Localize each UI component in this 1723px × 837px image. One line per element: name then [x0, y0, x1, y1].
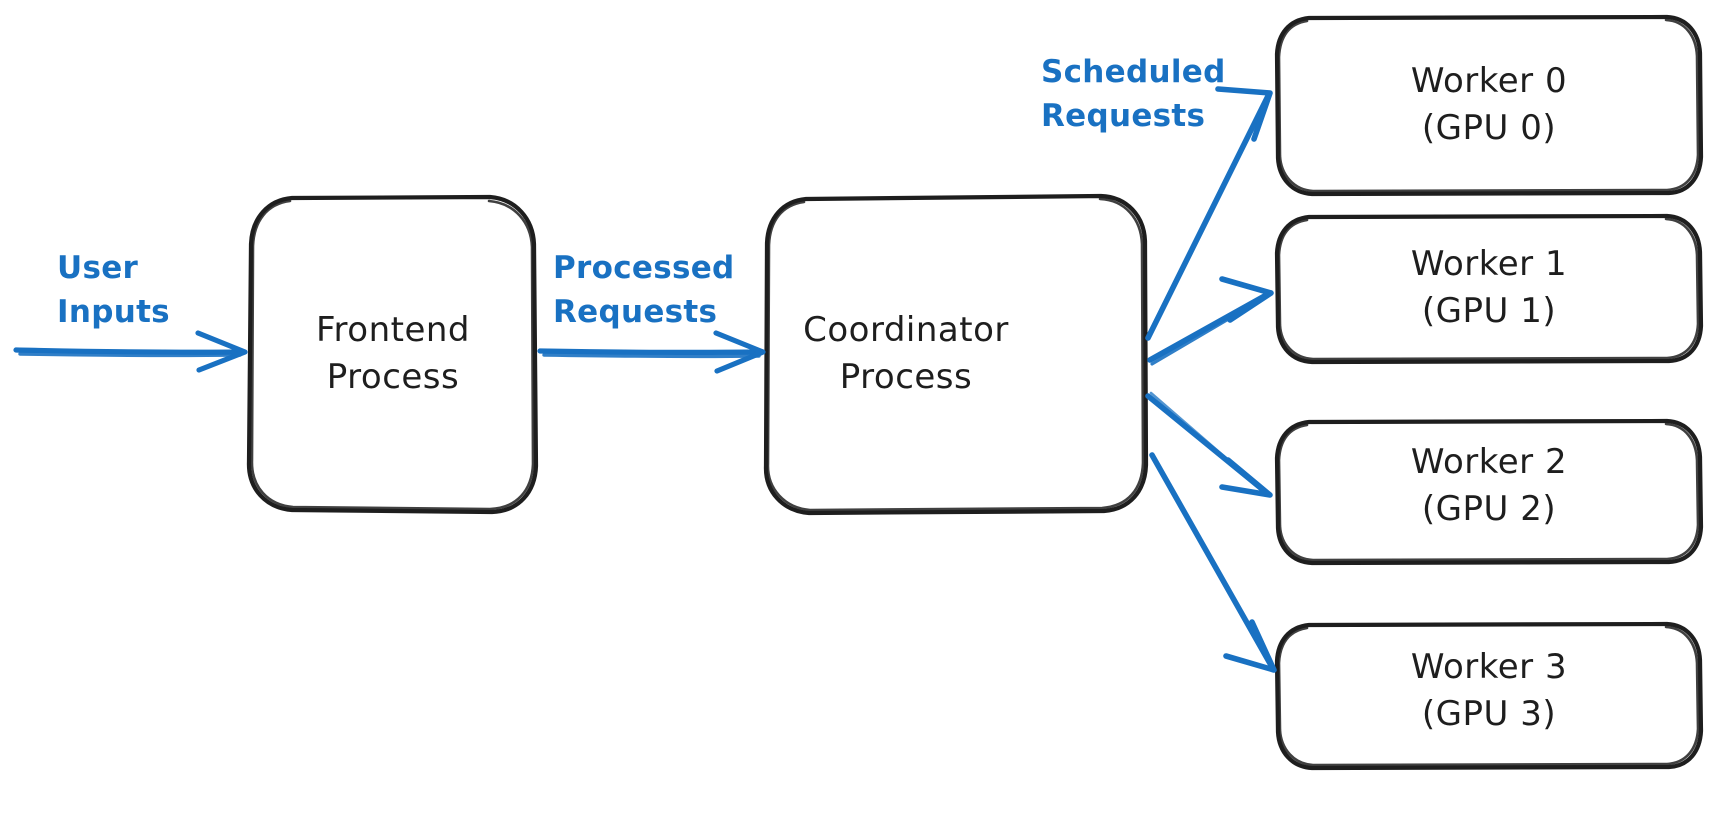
edge-label-scheduled-requests: Scheduled Requests — [1041, 50, 1241, 138]
edge-label-user-inputs-line2: Inputs — [57, 294, 170, 331]
edge-label-scheduled-requests-line2: Requests — [1041, 98, 1206, 135]
worker-0-box[interactable] — [1274, 14, 1704, 197]
worker-3-box[interactable] — [1274, 621, 1704, 771]
arrow-coordinator-to-worker-3 — [1149, 452, 1277, 673]
worker-2-box[interactable] — [1274, 418, 1704, 566]
edge-label-processed-requests-line2: Requests — [553, 294, 718, 331]
edge-label-user-inputs-line1: User — [57, 250, 139, 286]
arrow-user-to-frontend — [13, 330, 248, 373]
coordinator-process-box[interactable] — [763, 193, 1149, 516]
arrow-coordinator-to-worker-2 — [1145, 391, 1273, 498]
arrow-coordinator-to-worker-1 — [1147, 276, 1274, 366]
arrow-frontend-to-coordinator — [537, 330, 766, 374]
arrow-coordinator-to-worker-0 — [1145, 86, 1273, 341]
edge-label-processed-requests-line1: Processed — [553, 250, 735, 286]
worker-1-box[interactable] — [1274, 213, 1704, 365]
frontend-process-box[interactable] — [246, 194, 539, 515]
edge-label-scheduled-requests-line1: Scheduled — [1041, 54, 1226, 90]
edge-label-user-inputs: User Inputs — [57, 246, 247, 334]
edge-label-processed-requests: Processed Requests — [553, 246, 763, 334]
